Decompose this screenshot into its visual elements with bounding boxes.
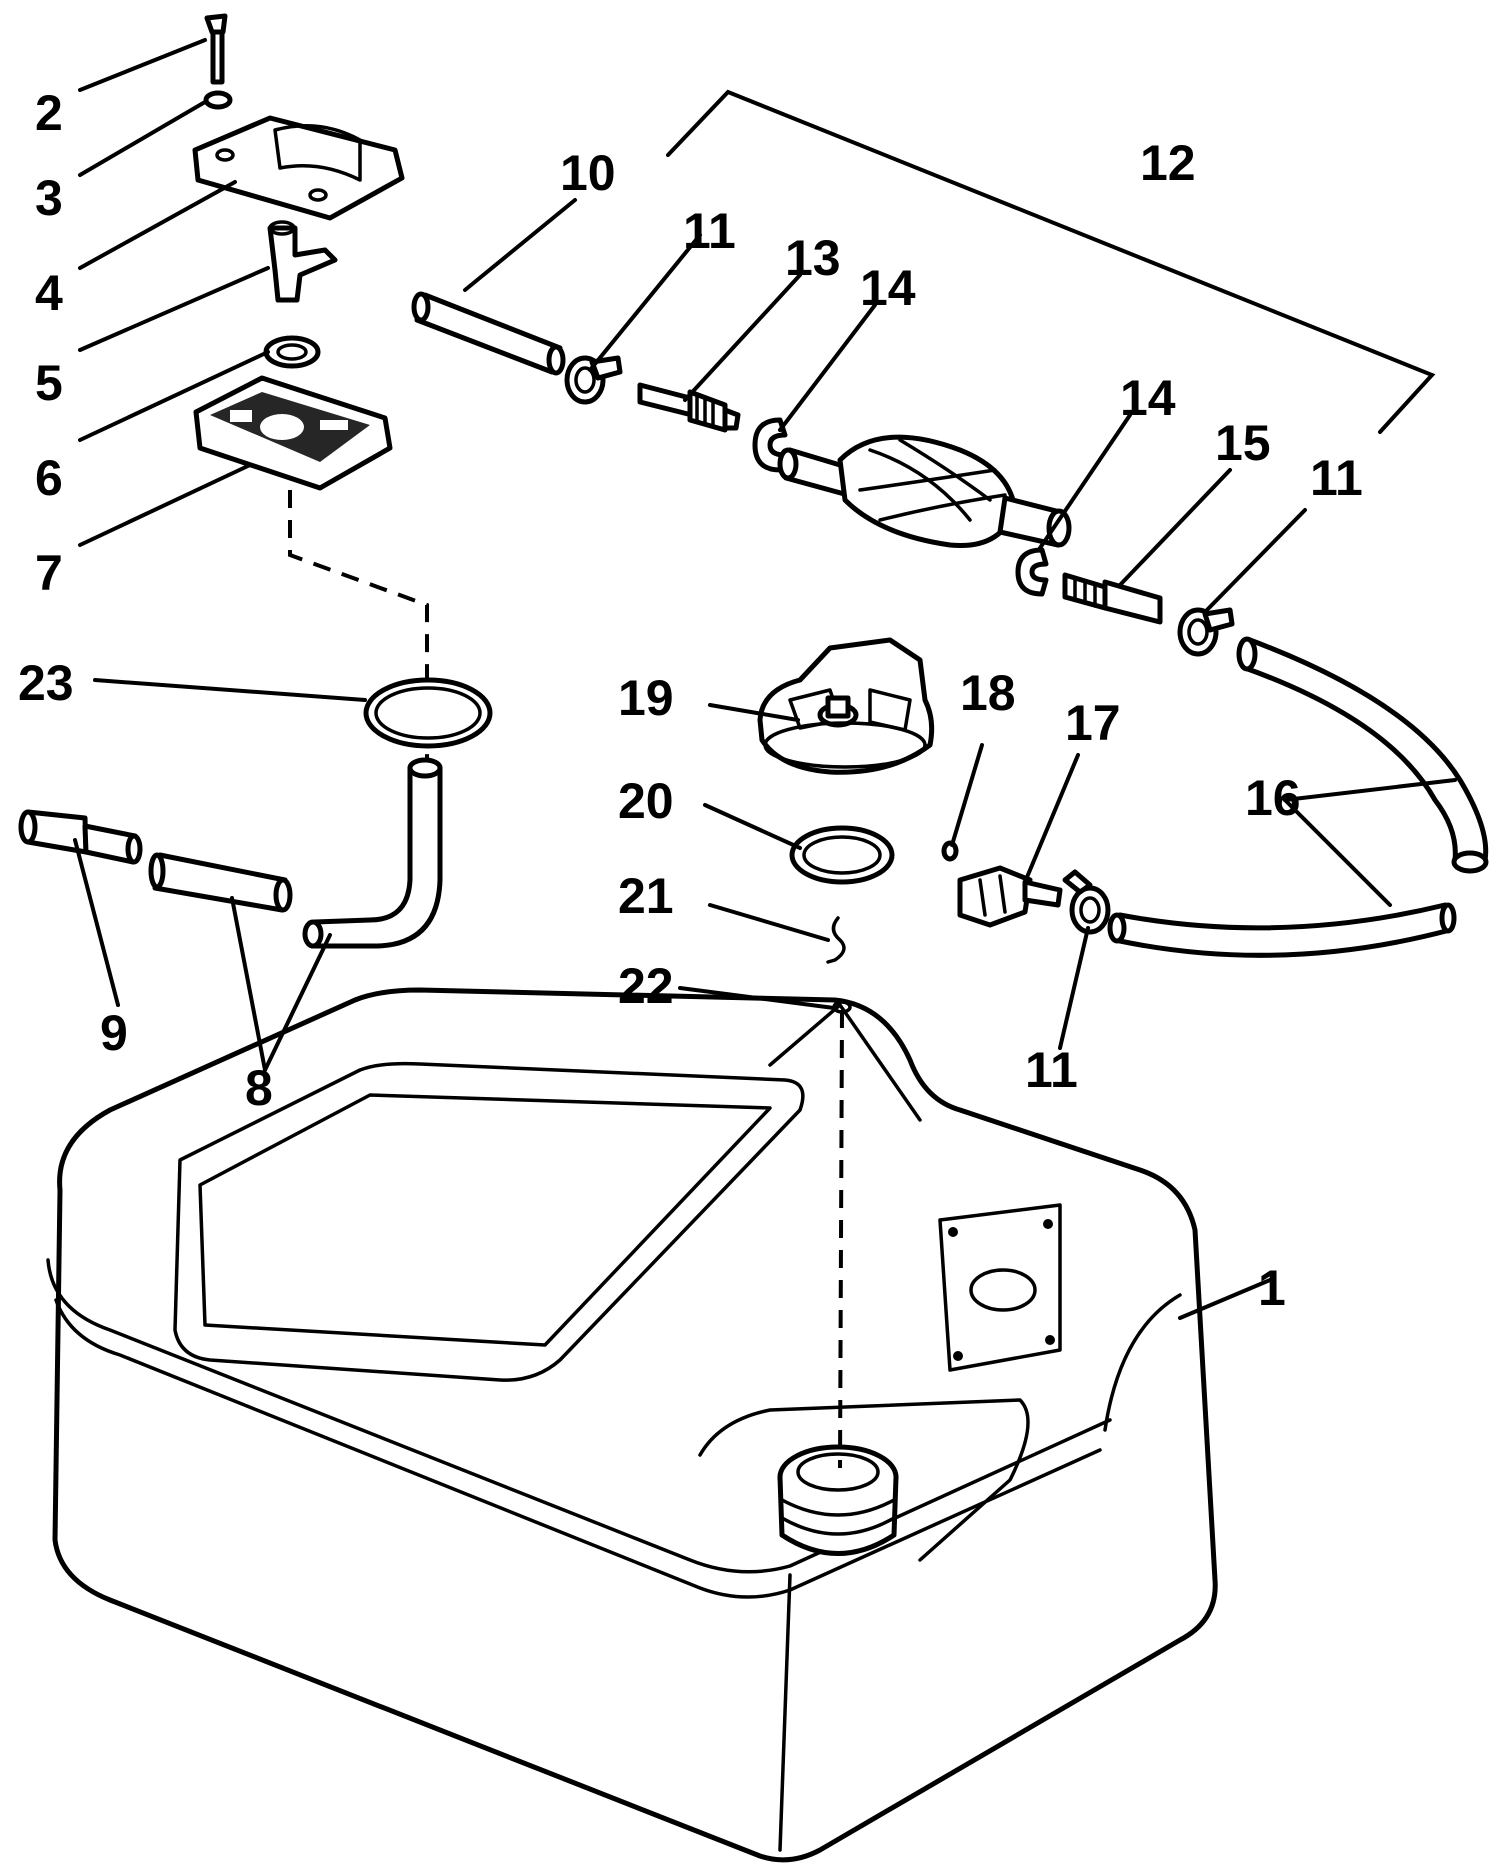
connector-female xyxy=(1062,572,1163,625)
fuel-tank xyxy=(46,987,1218,1863)
lock-washer xyxy=(203,90,233,110)
screw xyxy=(204,13,228,85)
pickup-tube xyxy=(302,757,443,949)
callout-12: 12 xyxy=(1140,135,1196,191)
callout-3: 3 xyxy=(35,170,63,226)
callout-13: 13 xyxy=(785,230,841,286)
fuel-hose-long xyxy=(1107,636,1489,958)
o-ring-tiny xyxy=(941,840,959,862)
connector-male xyxy=(637,382,741,433)
callout-1: 1 xyxy=(1258,1260,1286,1316)
hose-clamp-a xyxy=(564,355,623,405)
callout-9: 9 xyxy=(100,1005,128,1061)
fuel-filler-neck xyxy=(777,1444,899,1556)
alignment-line-pickup xyxy=(288,490,429,770)
retainer-clip xyxy=(826,916,846,964)
assembly-bracket xyxy=(666,89,1436,434)
filler-cap-gasket xyxy=(789,825,895,885)
hose-clamp-c xyxy=(1062,869,1111,935)
callout-5: 5 xyxy=(35,355,63,411)
filler-cap xyxy=(757,637,935,775)
callout-17: 17 xyxy=(1065,695,1121,751)
callout-7: 7 xyxy=(35,545,63,601)
callout-16: 16 xyxy=(1245,770,1301,826)
callout-4: 4 xyxy=(35,265,63,321)
callout-20: 20 xyxy=(618,773,674,829)
callout-14-a: 14 xyxy=(860,260,916,316)
check-valve-clip-b xyxy=(1015,547,1049,597)
pickup-tube-segment xyxy=(148,852,293,913)
callout-10: 10 xyxy=(560,145,616,201)
hose-clamp-b xyxy=(1177,607,1235,657)
callout-15: 15 xyxy=(1215,415,1271,471)
primer-bulb xyxy=(777,434,1072,549)
pickup-housing-plate xyxy=(193,375,393,491)
leader-lines xyxy=(73,38,1457,1320)
o-ring-small xyxy=(263,335,321,369)
callout-11-b: 11 xyxy=(1310,450,1363,506)
callout-8: 8 xyxy=(245,1060,273,1116)
callout-11-c: 11 xyxy=(1025,1042,1078,1098)
retainer-plate xyxy=(192,115,405,221)
fuel-fitting-elbow xyxy=(267,220,338,303)
callout-23: 23 xyxy=(18,655,74,711)
callout-18: 18 xyxy=(960,665,1016,721)
callout-21: 21 xyxy=(618,868,674,924)
callout-6: 6 xyxy=(35,450,63,506)
callout-labels: 1 2 3 4 5 6 7 8 9 10 11 11 11 12 13 14 1… xyxy=(18,85,1363,1316)
callout-11-a: 11 xyxy=(683,203,736,259)
callout-22: 22 xyxy=(618,958,674,1014)
callout-19: 19 xyxy=(618,670,674,726)
fuel-filter xyxy=(18,809,143,865)
o-ring-large xyxy=(363,677,493,749)
callout-2: 2 xyxy=(35,85,63,141)
alignment-line-filler xyxy=(838,1009,844,1469)
fuel-hose-short xyxy=(411,291,566,376)
fuel-connector xyxy=(957,865,1063,928)
callout-14-b: 14 xyxy=(1120,370,1176,426)
